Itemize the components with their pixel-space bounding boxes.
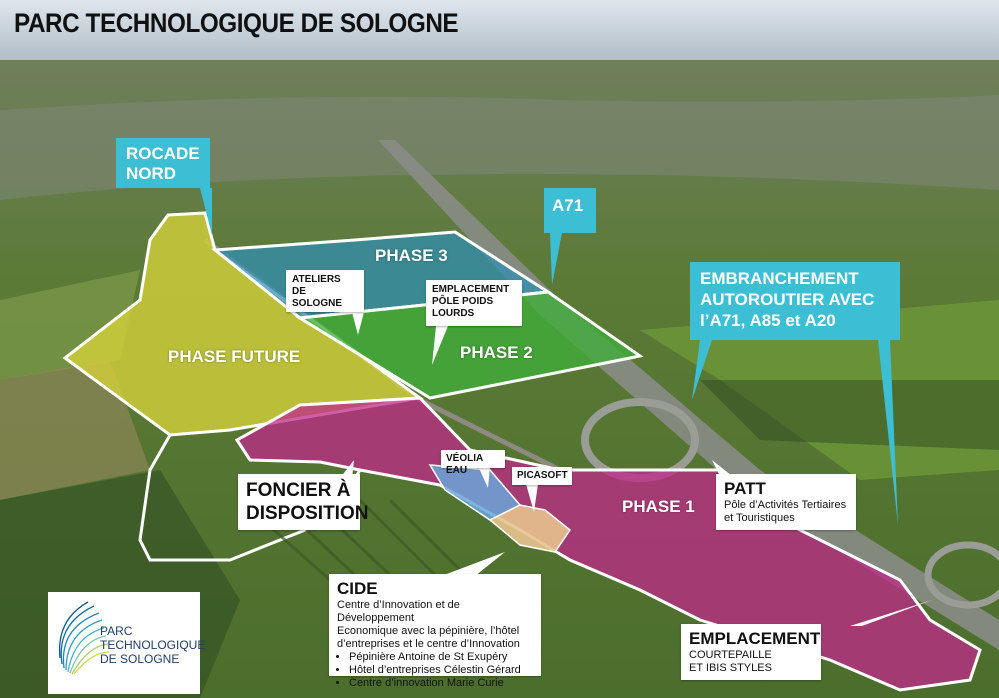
a71-label-text: A71 <box>552 196 584 215</box>
rocade-pointer <box>200 188 212 235</box>
embranchement-pointer-1 <box>692 340 712 400</box>
cide-line3: d’entreprises et le centre d’Innovation <box>337 638 520 650</box>
patt-callout: PATT Pôle d’Activités Tertiaires et Tour… <box>716 474 856 530</box>
emplacement-line2: ET IBIS STYLES <box>689 662 772 674</box>
forest-right <box>700 380 999 450</box>
cide-callout: CIDE Centre d’Innovation et de Développe… <box>329 574 541 689</box>
cide-bullet: Centre d’innovation Marie Curie <box>349 677 533 690</box>
rocade-nord-label: ROCADE NORD <box>116 138 210 188</box>
ateliers-pointer <box>352 312 364 335</box>
parc-logo: PARC TECHNOLOGIQUE DE SOLOGNE <box>48 592 205 694</box>
patt-line2: et Touristiques <box>724 512 795 524</box>
cide-bullet: Pépinière Antoine de St Exupéry <box>349 651 533 664</box>
patt-line1: Pôle d’Activités Tertiaires <box>724 499 847 511</box>
poids-line2: PÔLE POIDS <box>432 296 494 307</box>
embranchement-pointer-2 <box>878 340 898 525</box>
foncier-pointer <box>340 460 354 478</box>
logo-line2: TECHNOLOGIQUE <box>100 638 206 652</box>
cide-line1: Centre d’Innovation et de Développement <box>337 599 460 624</box>
zone-picasoft <box>488 504 572 553</box>
zone-phase-future <box>62 211 424 437</box>
phase-future-label: PHASE FUTURE <box>168 347 301 366</box>
emplacement-callout: EMPLACEMENT COURTEPAILLE ET IBIS STYLES <box>681 624 821 680</box>
patt-title: PATT <box>724 479 766 498</box>
veolia-pointer <box>478 466 490 488</box>
a71-label: A71 <box>544 188 596 233</box>
foncier-line1: FONCIER À <box>246 480 351 501</box>
picasoft-callout: PICASOFT <box>512 467 572 485</box>
interchange-loop-2 <box>924 541 999 609</box>
zone-phase-1 <box>234 396 982 692</box>
emplacement-poids-callout: EMPLACEMENT PÔLE POIDS LOURDS <box>426 280 522 326</box>
foncier-line2: DISPOSITION <box>246 503 369 524</box>
picasoft-label: PICASOFT <box>517 470 568 481</box>
a71-pointer <box>550 233 562 285</box>
distant-town <box>0 95 999 200</box>
cide-bullet: Hôtel d’entreprises Célestin Gérard <box>349 664 533 677</box>
cide-line2: Economique avec la pépinière, l’hôtel <box>337 625 520 637</box>
logo-line1: PARC <box>100 624 133 638</box>
ateliers-line2: DE SOLOGNE <box>292 286 343 309</box>
embranchement-line2: AUTOROUTIER AVEC <box>700 290 875 309</box>
poids-line1: EMPLACEMENT <box>432 284 510 295</box>
rocade-label-line2: NORD <box>126 164 177 183</box>
embranchement-line3: l’A71, A85 et A20 <box>700 311 836 330</box>
emplacement-line1: COURTEPAILLE <box>689 649 772 661</box>
cide-bullet-list: Pépinière Antoine de St Exupéry Hôtel d’… <box>337 651 533 690</box>
emplacement-pointer <box>850 600 932 626</box>
sky <box>0 0 999 70</box>
phase-2-label: PHASE 2 <box>460 343 533 362</box>
logo-line3: DE SOLOGNE <box>100 652 180 666</box>
embranchement-label: EMBRANCHEMENT AUTOROUTIER AVEC l’A71, A8… <box>690 262 900 340</box>
emplacement-title: EMPLACEMENT <box>689 629 821 648</box>
veolia-label: VÉOLIA EAU <box>446 453 483 476</box>
poids-pointer <box>432 326 448 365</box>
phase-3-label: PHASE 3 <box>375 246 448 265</box>
ateliers-callout: ATELIERS DE SOLOGNE <box>286 270 364 312</box>
logo-text: PARC TECHNOLOGIQUE DE SOLOGNE <box>100 624 205 666</box>
veolia-callout: VÉOLIA EAU <box>441 450 505 476</box>
foncier-callout: FONCIER À DISPOSITION <box>238 474 369 530</box>
ateliers-line1: ATELIERS <box>292 274 341 285</box>
page-title: PARC TECHNOLOGIQUE DE SOLOGNE <box>14 8 459 38</box>
patt-pointer <box>712 460 732 476</box>
embranchement-line1: EMBRANCHEMENT <box>700 269 859 288</box>
rocade-label-line1: ROCADE <box>126 144 200 163</box>
highway-a71 <box>378 140 999 650</box>
poids-line3: LOURDS <box>432 308 475 319</box>
swirl-logo-icon <box>58 601 110 675</box>
phase-1-label: PHASE 1 <box>622 497 695 516</box>
picasoft-pointer <box>526 484 538 512</box>
cide-title: CIDE <box>337 579 378 598</box>
field-left-bottom <box>0 360 150 500</box>
